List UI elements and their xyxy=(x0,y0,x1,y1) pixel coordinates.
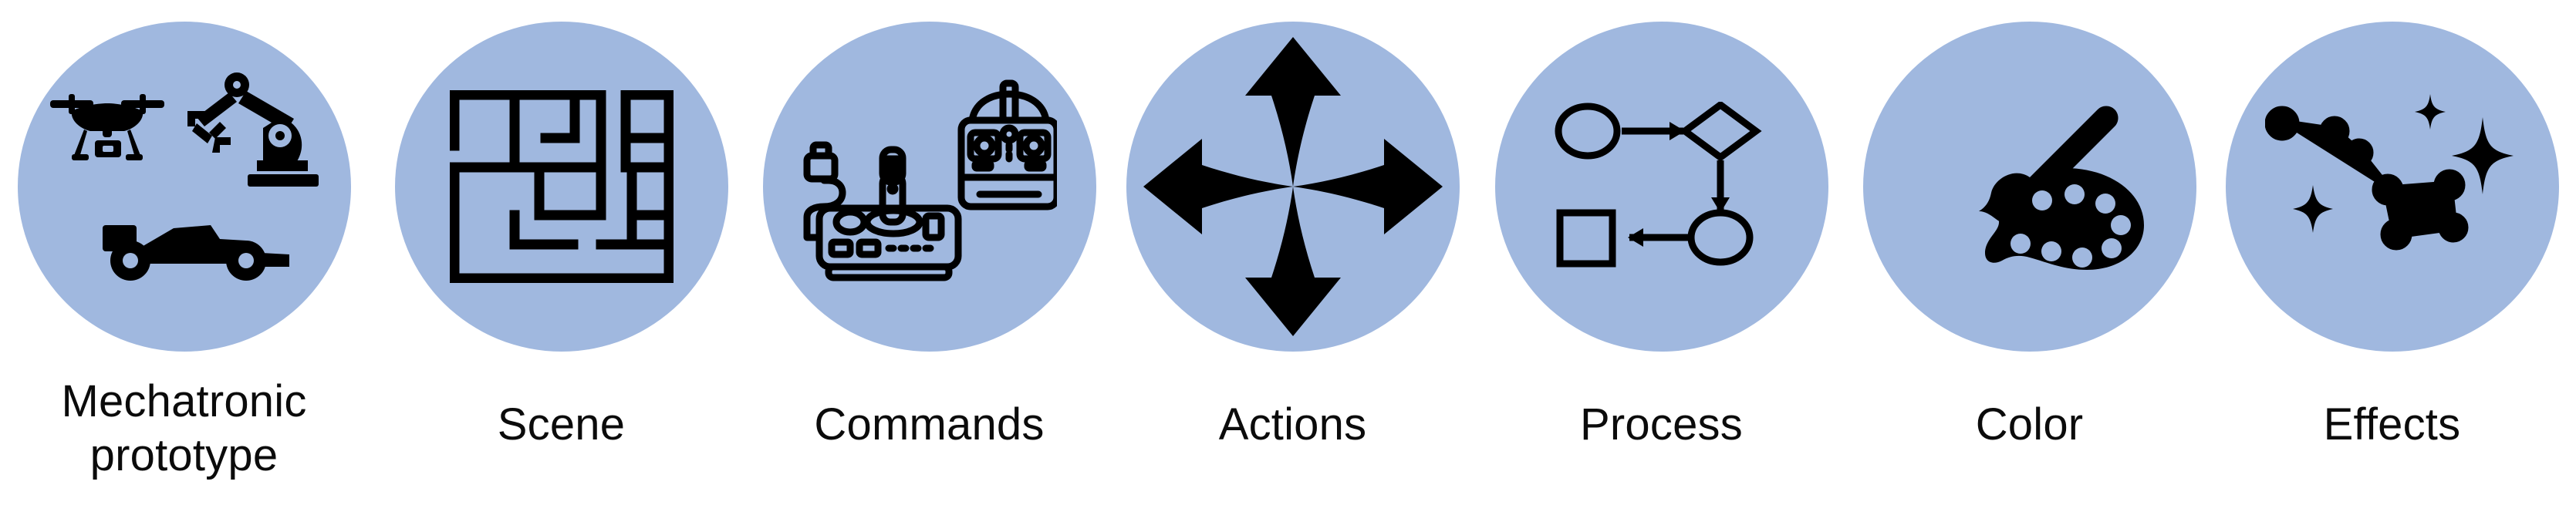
flow-circle-start-icon xyxy=(1555,103,1620,160)
category-item-actions[interactable]: Actions xyxy=(1109,0,1477,532)
sparkle-large-icon xyxy=(2451,117,2514,194)
category-item-commands[interactable]: Commands xyxy=(745,0,1113,532)
arrow-right-icon xyxy=(1292,139,1443,234)
icon-bubble-commands xyxy=(762,22,1096,352)
category-label: Color xyxy=(1975,399,2084,450)
flow-circle-end-icon xyxy=(1687,209,1753,266)
maze-icon xyxy=(449,90,674,283)
icon-bubble-process xyxy=(1494,22,1828,352)
category-item-mechatronic-prototype[interactable]: Mechatronic prototype xyxy=(0,0,368,532)
icon-bubble-scene xyxy=(394,22,728,352)
big-dipper-constellation-icon xyxy=(2264,106,2468,251)
constellation-sparkles-icon xyxy=(2264,94,2514,251)
category-item-scene[interactable]: Scene xyxy=(377,0,745,532)
sparkle-small-icon xyxy=(2414,94,2446,130)
paint-palette-brush-icon xyxy=(1978,106,2144,270)
category-label: Mechatronic prototype xyxy=(61,376,307,480)
category-label: Effects xyxy=(2323,399,2461,450)
category-item-effects[interactable]: Effects xyxy=(2208,0,2576,532)
flow-square-icon xyxy=(1556,209,1615,268)
arrow-down-icon xyxy=(1244,187,1341,336)
category-label: Scene xyxy=(497,399,626,450)
category-item-process[interactable]: Process xyxy=(1477,0,1845,532)
joystick-rc-transmitter-icon xyxy=(803,79,1057,281)
arrow-left-icon xyxy=(1143,139,1293,234)
category-label: Process xyxy=(1580,399,1743,450)
sparkle-left-icon xyxy=(2292,185,2333,233)
icon-bubble-effects xyxy=(2225,22,2559,352)
four-way-arrows-icon xyxy=(1143,37,1443,336)
category-item-color[interactable]: Color xyxy=(1845,0,2213,532)
icon-bubble-mechatronic-prototype xyxy=(17,22,351,352)
icon-bubble-color xyxy=(1862,22,2196,352)
icon-bubble-actions xyxy=(1126,22,1460,352)
arrow-up-icon xyxy=(1244,37,1341,187)
flowchart-icon xyxy=(1555,102,1762,268)
flow-diamond-icon xyxy=(1678,102,1762,162)
category-label: Actions xyxy=(1218,399,1367,450)
category-label: Commands xyxy=(814,399,1045,450)
drone-robot-arm-race-car-icon xyxy=(49,72,319,281)
